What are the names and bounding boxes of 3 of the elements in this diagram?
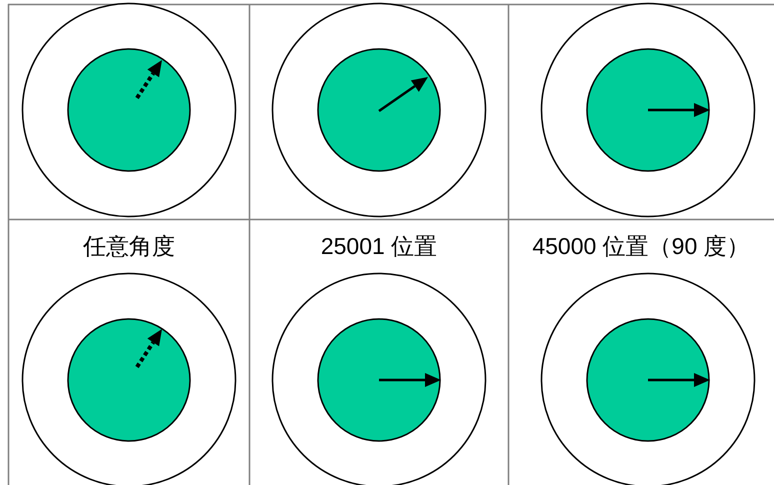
column-caption: 25001 位置 [320, 232, 438, 261]
column-caption: 任意角度 [83, 232, 175, 261]
column-caption: 45000 位置（90 度） [532, 232, 750, 261]
